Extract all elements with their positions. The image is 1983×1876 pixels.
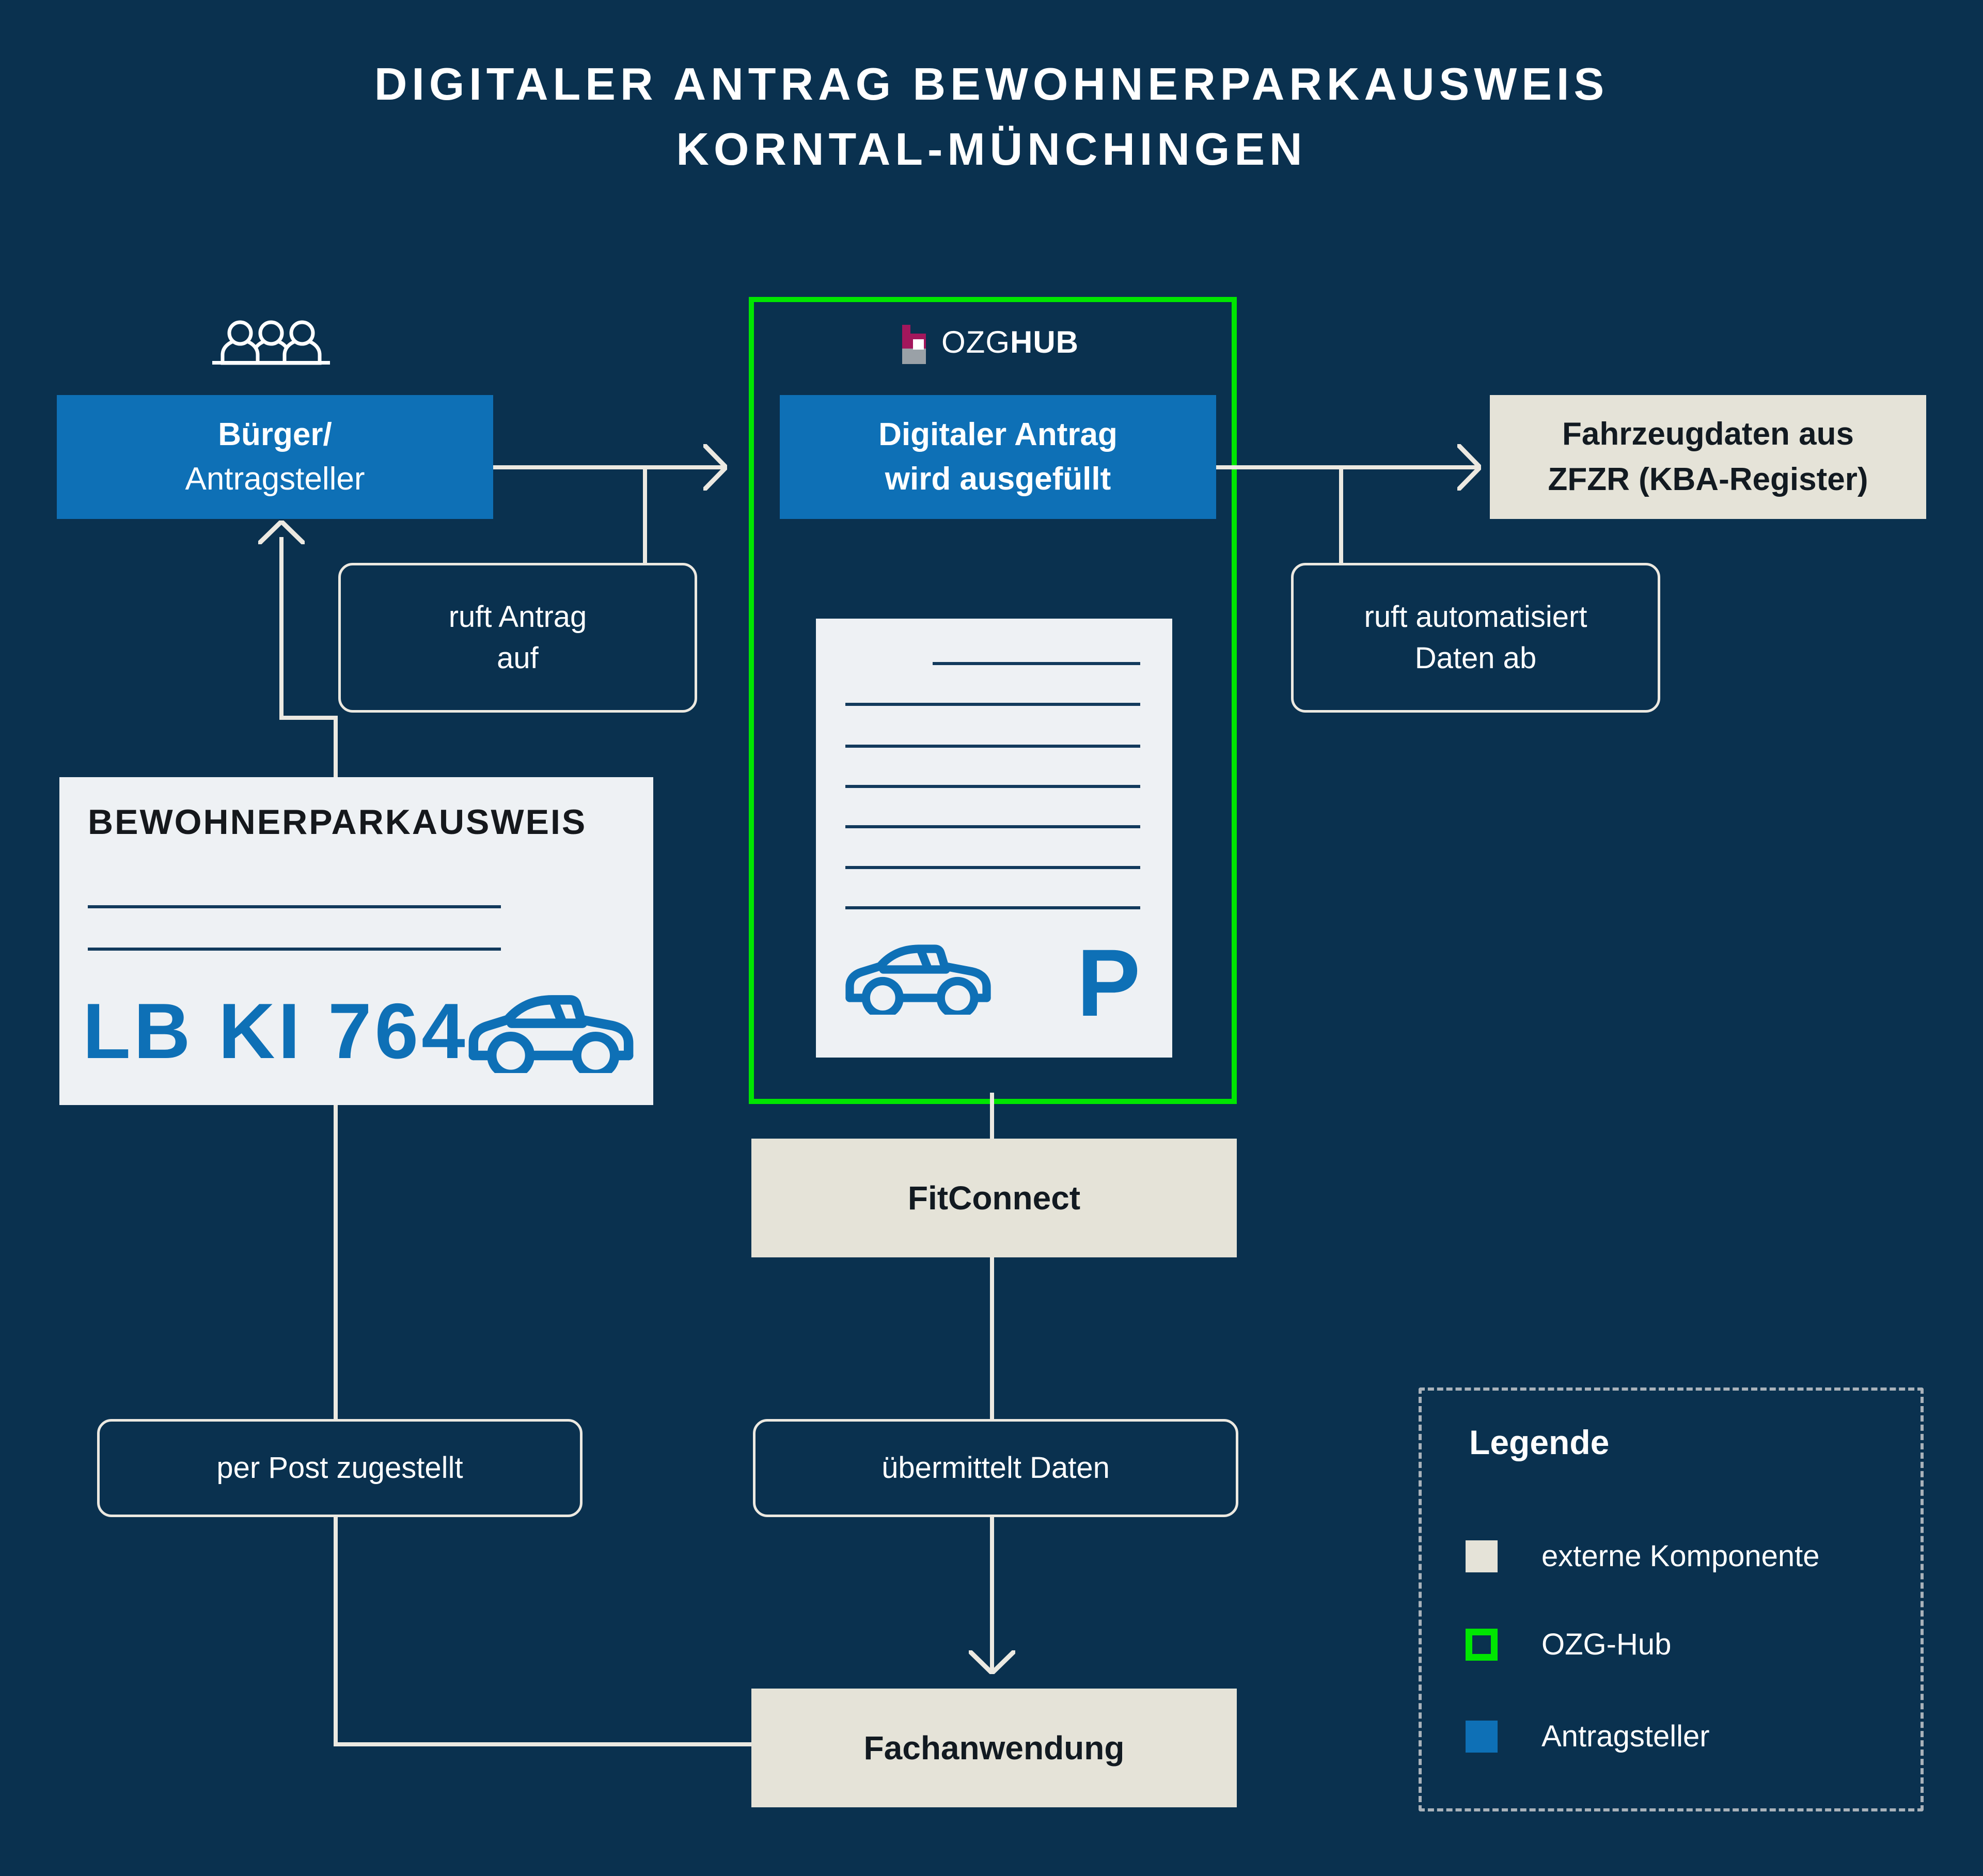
doc-line bbox=[845, 866, 1140, 869]
legend-title: Legende bbox=[1469, 1423, 1610, 1461]
edge-uebermittelt-to-fach bbox=[990, 1510, 994, 1670]
node-digitaler-antrag-line1: Digitaler Antrag bbox=[878, 417, 1118, 452]
edge-antrag-to-zfzr bbox=[1216, 465, 1477, 469]
legend-item-ozg-hub: OZG-Hub bbox=[1466, 1627, 1671, 1662]
edge-label-per-post: per Post zugestellt bbox=[97, 1419, 583, 1517]
ozg-hub-logo-text: OZGHUB bbox=[941, 324, 1079, 360]
legend-item-externe-komponente: externe Komponente bbox=[1466, 1539, 1819, 1573]
green-outline-swatch-icon bbox=[1466, 1628, 1498, 1661]
node-fitconnect: FitConnect bbox=[751, 1139, 1237, 1257]
legend: Legende externe Komponente OZG-Hub Antra… bbox=[1419, 1388, 1924, 1811]
license-plate: LB KI 764 bbox=[83, 987, 468, 1075]
edge-label-ruft-antrag-auf: ruft Antrag auf bbox=[338, 563, 697, 713]
beige-swatch-icon bbox=[1466, 1540, 1498, 1572]
node-digitaler-antrag: Digitaler Antrag wird ausgefüllt bbox=[780, 395, 1216, 519]
edge-ausweis-to-buerger-v bbox=[279, 537, 284, 720]
doc-line bbox=[933, 662, 1140, 665]
ruft-automatisiert-line1: ruft automatisiert bbox=[1364, 600, 1587, 634]
doc-line bbox=[845, 785, 1140, 788]
ozg-hub-logo: OZGHUB bbox=[901, 324, 1079, 365]
edge-ausweis-to-post bbox=[334, 1104, 338, 1421]
edge-branch-ruft-daten bbox=[1339, 465, 1343, 565]
blue-swatch-icon bbox=[1466, 1720, 1498, 1753]
card-line bbox=[88, 905, 501, 908]
edge-ausweis-top-v bbox=[334, 716, 338, 779]
application-document: P bbox=[816, 619, 1172, 1058]
parking-letter: P bbox=[1077, 930, 1141, 1036]
doc-line bbox=[845, 906, 1140, 909]
arrowhead-up-icon bbox=[258, 521, 305, 544]
arrowhead-right-icon bbox=[1457, 444, 1481, 491]
legend-item-antragsteller: Antragsteller bbox=[1466, 1719, 1710, 1754]
edge-label-uebermittelt-daten: übermittelt Daten bbox=[753, 1419, 1238, 1517]
edge-hub-to-fitconnect bbox=[990, 1093, 994, 1141]
node-fahrzeugdaten-zfzr: Fahrzeugdaten aus ZFZR (KBA-Register) bbox=[1490, 395, 1926, 519]
doc-line bbox=[845, 825, 1140, 828]
edge-buerger-to-antrag bbox=[493, 465, 723, 469]
legend-item-label: externe Komponente bbox=[1541, 1539, 1820, 1573]
node-fachanwendung: Fachanwendung bbox=[751, 1689, 1237, 1807]
logo-ozg: OZG bbox=[941, 325, 1010, 359]
doc-line bbox=[845, 703, 1140, 706]
edge-fitconnect-to-uebermittelt bbox=[990, 1255, 994, 1421]
edge-branch-ruft-antrag bbox=[643, 465, 647, 565]
edge-post-to-fach-h bbox=[334, 1742, 753, 1746]
citizens-icon bbox=[212, 320, 330, 365]
page-title: DIGITALER ANTRAG BEWOHNERPARKAUSWEIS KOR… bbox=[0, 52, 1983, 182]
bewohnerparkausweis-title: BEWOHNERPARKAUSWEIS bbox=[88, 802, 587, 842]
edge-post-to-fach-v bbox=[334, 1510, 338, 1746]
logo-hub: HUB bbox=[1010, 325, 1079, 359]
edge-label-ruft-automatisiert: ruft automatisiert Daten ab bbox=[1291, 563, 1660, 713]
fachanwendung-label: Fachanwendung bbox=[863, 1729, 1125, 1767]
node-buerger-line2: Antragsteller bbox=[185, 461, 365, 497]
doc-line bbox=[845, 745, 1140, 748]
arrowhead-right-icon bbox=[703, 444, 727, 491]
legend-item-label: OZG-Hub bbox=[1541, 1628, 1672, 1661]
fitconnect-label: FitConnect bbox=[907, 1179, 1081, 1217]
node-fahrzeugdaten-line1: Fahrzeugdaten aus bbox=[1562, 416, 1854, 452]
node-fahrzeugdaten-line2: ZFZR (KBA-Register) bbox=[1548, 462, 1868, 497]
node-bewohnerparkausweis-card: BEWOHNERPARKAUSWEIS LB KI 764 bbox=[59, 777, 653, 1105]
legend-item-label: Antragsteller bbox=[1541, 1720, 1710, 1753]
per-post-label: per Post zugestellt bbox=[216, 1451, 463, 1485]
node-buerger-antragsteller: Bürger/ Antragsteller bbox=[57, 395, 493, 519]
page-title-line2: KORNTAL-MÜNCHINGEN bbox=[676, 123, 1307, 175]
node-buerger-line1: Bürger/ bbox=[218, 417, 332, 452]
ruft-antrag-line1: ruft Antrag bbox=[448, 600, 587, 634]
edge-ausweis-to-buerger-h bbox=[279, 716, 338, 720]
car-icon bbox=[845, 944, 991, 1015]
ozg-hub-logo-icon bbox=[902, 324, 926, 364]
card-line bbox=[88, 948, 501, 951]
ruft-automatisiert-line2: Daten ab bbox=[1414, 641, 1537, 675]
arrowhead-down-icon bbox=[969, 1650, 1015, 1674]
car-icon bbox=[468, 995, 634, 1073]
ruft-antrag-line2: auf bbox=[497, 641, 539, 675]
node-digitaler-antrag-line2: wird ausgefüllt bbox=[885, 461, 1111, 497]
page-title-line1: DIGITALER ANTRAG BEWOHNERPARKAUSWEIS bbox=[374, 58, 1609, 109]
uebermittelt-label: übermittelt Daten bbox=[882, 1451, 1110, 1485]
